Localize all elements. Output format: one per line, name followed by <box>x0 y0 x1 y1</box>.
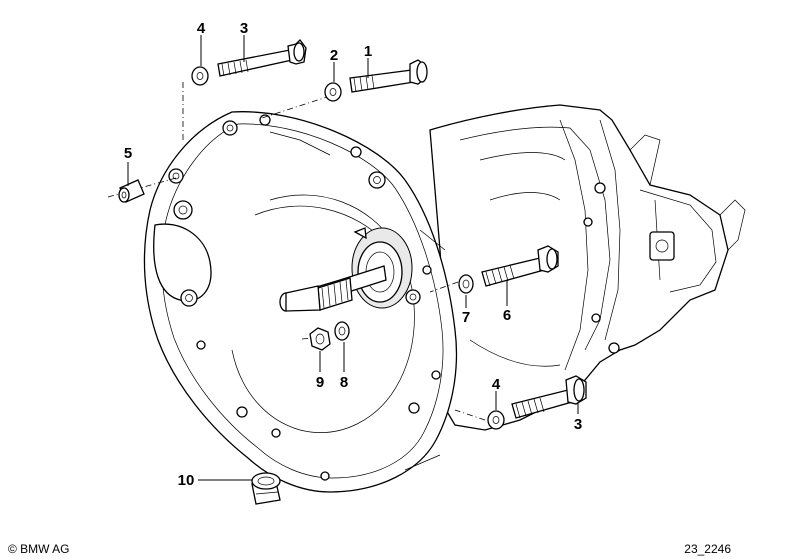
alignment-lines <box>107 82 486 421</box>
leader-lines <box>127 35 579 481</box>
callout-3-bottom: 3 <box>574 416 582 433</box>
bolt-3-top <box>217 39 307 77</box>
washer-4-bottom <box>487 410 505 430</box>
callout-6: 6 <box>503 307 511 324</box>
dowel-sleeve-5 <box>118 179 145 203</box>
drawing-number: 23_2246 <box>684 542 731 556</box>
washer-8 <box>334 321 350 341</box>
gearbox-body <box>429 104 746 431</box>
copyright-text: © BMW AG <box>8 542 70 556</box>
bolt-3-bottom <box>511 375 587 419</box>
callout-7: 7 <box>462 309 470 326</box>
callout-4-top: 4 <box>197 20 206 37</box>
callout-4-bottom: 4 <box>492 376 501 393</box>
callout-10: 10 <box>178 472 195 489</box>
callout-labels: 4 3 2 1 5 7 6 9 8 4 3 10 <box>124 20 582 489</box>
washer-7 <box>458 274 474 294</box>
input-shaft <box>279 227 413 312</box>
bolt-6 <box>481 245 559 287</box>
callout-1: 1 <box>364 43 372 60</box>
bolt-1 <box>349 59 428 93</box>
callout-9: 9 <box>316 374 324 391</box>
plug-10 <box>251 472 281 505</box>
washer-2 <box>324 82 342 102</box>
callout-5: 5 <box>124 145 132 162</box>
nut-9 <box>309 327 331 351</box>
callout-3-top: 3 <box>240 20 248 37</box>
callout-8: 8 <box>340 374 348 391</box>
washer-4-top <box>191 66 209 86</box>
callout-2: 2 <box>330 47 338 64</box>
